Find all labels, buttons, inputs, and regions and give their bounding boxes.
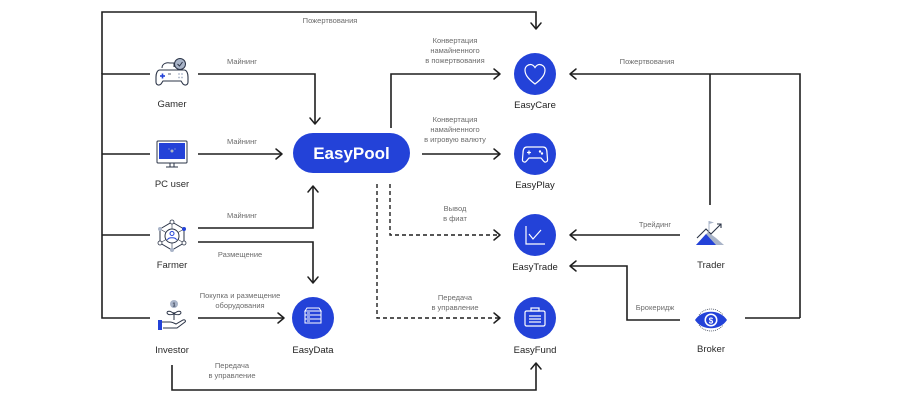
left-bus-connector: [101, 11, 542, 319]
edge-pool-to-fund: [376, 184, 501, 324]
dollar-eye-icon: $: [695, 308, 727, 332]
label-top-donation: Пожертвования: [303, 16, 358, 25]
network-user-icon: [157, 219, 187, 252]
easyplay-label: EasyPlay: [515, 180, 555, 191]
label-line: Конвертация: [433, 36, 478, 45]
plant-hand-icon: 1: [158, 300, 186, 330]
easyfund-label: EasyFund: [514, 345, 557, 356]
label-line: Покупка и размещение: [200, 291, 281, 300]
label-trader-trading: Трейдинг: [639, 220, 671, 229]
pc-user-label: PC user: [155, 179, 189, 190]
easycare-label: EasyCare: [514, 100, 556, 111]
participant-investor[interactable]: 1 Investor: [155, 300, 189, 356]
service-easycare[interactable]: EasyCare: [514, 53, 556, 111]
label-gamer-mining: Майнинг: [227, 57, 257, 66]
heart-icon: [524, 63, 546, 85]
label-line: намайненного: [430, 46, 479, 55]
label-line: в игровую валюту: [424, 135, 486, 144]
edge-pool-to-play: [422, 148, 501, 160]
farmer-label: Farmer: [157, 260, 188, 271]
service-easytrade[interactable]: EasyTrade: [512, 214, 558, 273]
edge-farmer-placement: [198, 241, 319, 284]
edge-pc-mining: [198, 148, 283, 160]
participant-farmer[interactable]: Farmer: [157, 219, 188, 271]
label-pc-mining: Майнинг: [227, 137, 257, 146]
svg-text:$: $: [709, 316, 714, 325]
edge-trader-trading: [569, 229, 680, 241]
easypool-label: EasyPool: [313, 144, 390, 163]
easydata-label: EasyData: [292, 345, 334, 356]
label-line: Конвертация: [433, 115, 478, 124]
service-easydata[interactable]: EasyData: [292, 297, 334, 356]
label-line: намайненного: [430, 125, 479, 134]
participant-pc-user[interactable]: PC user: [155, 140, 189, 190]
easytrade-label: EasyTrade: [512, 262, 558, 273]
gamepad-icon: [155, 58, 189, 86]
easypool-hub[interactable]: EasyPool: [293, 133, 410, 173]
briefcase-icon: [524, 307, 546, 327]
participant-trader[interactable]: Trader: [696, 221, 725, 271]
label-line: в фиат: [443, 214, 467, 223]
label-line: Вывод: [444, 204, 467, 213]
label-right-donation: Пожертвования: [620, 57, 675, 66]
monitor-icon: [156, 140, 188, 168]
server-icon: [304, 307, 322, 324]
label-farmer-placement: Размещение: [218, 250, 262, 259]
participant-broker[interactable]: $ Broker: [695, 308, 727, 355]
label-broker-brokerage: Брокеридж: [636, 303, 675, 312]
edge-right-donation: [569, 68, 801, 319]
trader-label: Trader: [697, 260, 725, 271]
label-line: в пожертвования: [425, 56, 484, 65]
gamepad-icon: [521, 146, 549, 163]
label-pool-to-care: Конвертация намайненного в пожертвования: [425, 36, 484, 65]
svg-text:1: 1: [172, 303, 175, 309]
service-easyplay[interactable]: EasyPlay: [514, 133, 556, 191]
label-pool-to-trade: Вывод в фиат: [443, 204, 467, 223]
label-pool-to-play: Конвертация намайненного в игровую валют…: [424, 115, 486, 144]
edge-broker-brokerage: [569, 260, 680, 321]
investor-label: Investor: [155, 345, 189, 356]
chart-mountain-icon: [696, 221, 724, 245]
label-investor-transfer: Передача в управление: [208, 361, 255, 380]
edge-pool-to-care: [390, 68, 501, 128]
label-line: Передача: [438, 293, 473, 302]
service-easyfund[interactable]: EasyFund: [514, 297, 557, 356]
label-line: Передача: [215, 361, 250, 370]
edge-investor-purchase: [198, 312, 285, 324]
label-investor-purchase: Покупка и размещение оборудования: [200, 291, 281, 310]
edge-farmer-mining: [198, 185, 319, 229]
edge-pool-to-trade: [389, 184, 501, 241]
label-farmer-mining: Майнинг: [227, 211, 257, 220]
label-line: оборудования: [215, 301, 264, 310]
edge-gamer-mining: [198, 73, 321, 125]
gamer-label: Gamer: [157, 99, 186, 110]
participant-gamer[interactable]: Gamer: [155, 58, 189, 111]
label-line: в управление: [208, 371, 255, 380]
line-chart-icon: [525, 226, 545, 245]
edge-investor-transfer: [171, 362, 542, 391]
label-line: в управление: [431, 303, 478, 312]
broker-label: Broker: [697, 344, 725, 355]
label-pool-to-fund: Передача в управление: [431, 293, 478, 312]
